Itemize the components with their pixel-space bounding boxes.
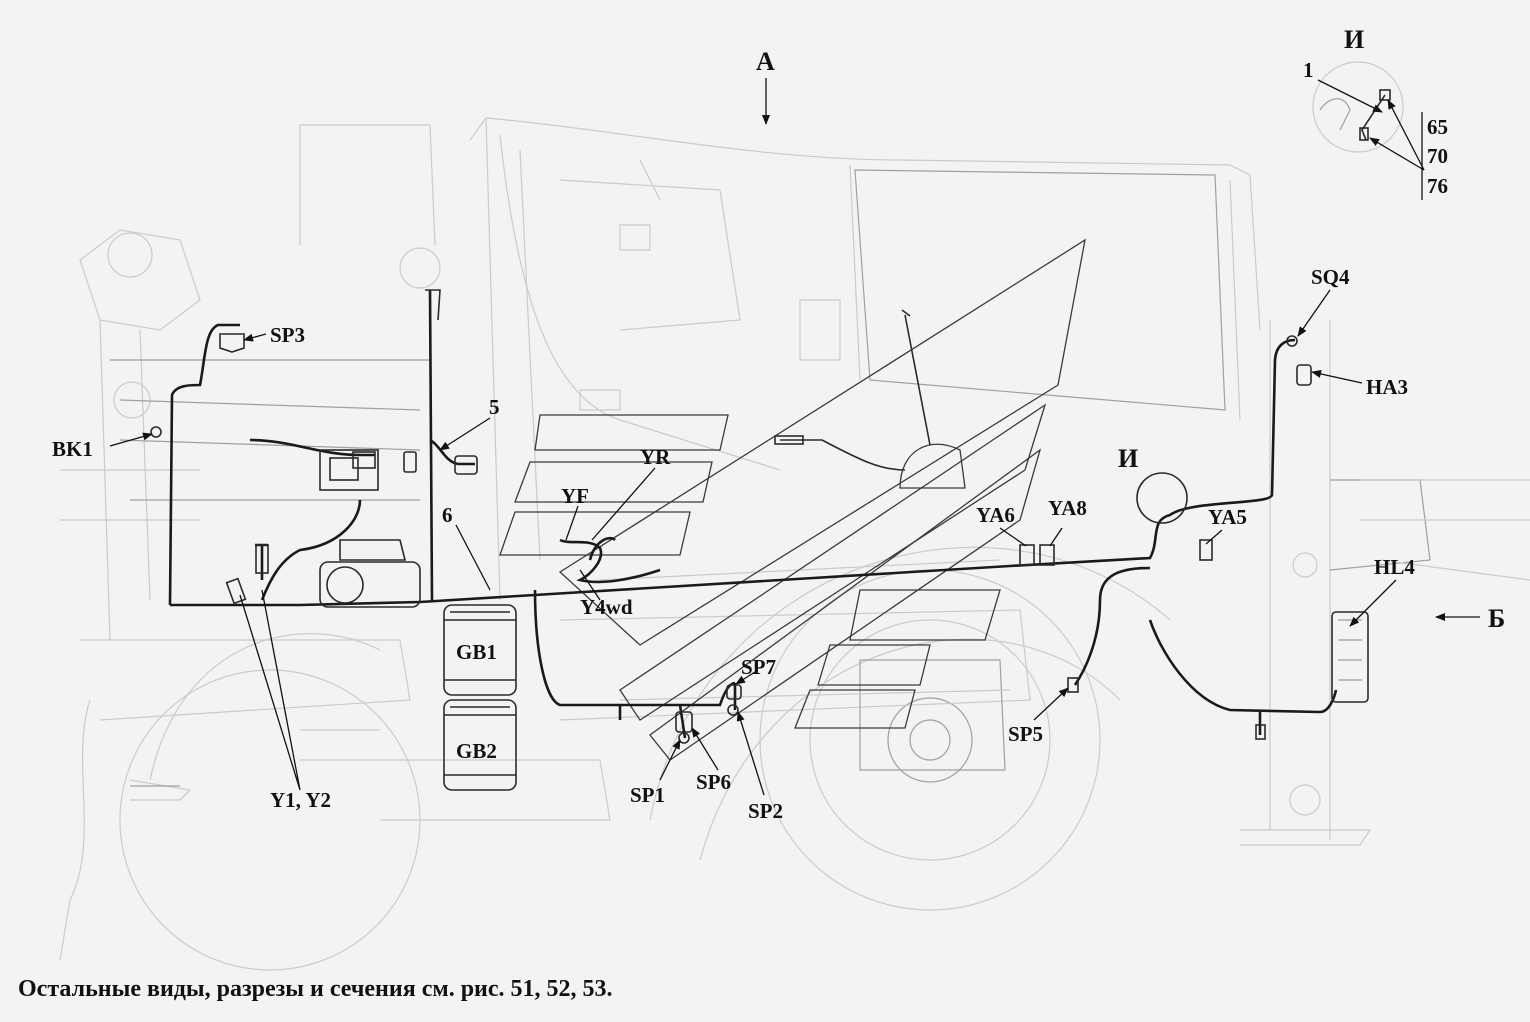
- floor-panels: [499, 238, 1086, 761]
- label-6: 6: [442, 503, 453, 527]
- label-5: 5: [489, 395, 500, 419]
- label-y1-y2: Y1, Y2: [270, 788, 331, 812]
- label-inset-65: 65: [1427, 115, 1448, 139]
- tractor-outline: [59, 117, 1530, 971]
- label-view-a: А: [756, 47, 775, 76]
- label-yr: YR: [640, 445, 671, 469]
- label-sp3: SP3: [270, 323, 305, 347]
- label-sp6: SP6: [696, 770, 731, 794]
- label-yf: YF: [561, 484, 589, 508]
- battery-gb2: [443, 699, 517, 791]
- label-view-i-marker: И: [1118, 444, 1138, 473]
- wiring-harness: [150, 289, 1369, 744]
- label-bk1: BK1: [52, 437, 93, 461]
- label-ya6: YA6: [976, 503, 1015, 527]
- label-sp5: SP5: [1008, 722, 1043, 746]
- label-sp2: SP2: [748, 799, 783, 823]
- label-gb2: GB2: [456, 739, 497, 763]
- leader-lines: [109, 78, 1480, 796]
- label-ya8: YA8: [1048, 496, 1087, 520]
- label-hl4: HL4: [1374, 555, 1415, 579]
- batteries: [443, 604, 517, 791]
- label-sq4: SQ4: [1311, 265, 1350, 289]
- label-inset-callout: 1: [1303, 58, 1314, 82]
- battery-gb1: [443, 604, 517, 696]
- label-ha3: HA3: [1366, 375, 1408, 399]
- label-sp1: SP1: [630, 783, 665, 807]
- label-ya5: YA5: [1208, 505, 1247, 529]
- label-inset-70: 70: [1427, 144, 1448, 168]
- label-sp7: SP7: [741, 655, 776, 679]
- footer-note: Остальные виды, разрезы и сечения см. ри…: [18, 976, 613, 1002]
- label-y4wd: Y4wd: [580, 595, 633, 619]
- labels: А Б И И 1 65 70 76 SP3 BK1 5 6 YR YF Y4w…: [52, 25, 1505, 823]
- label-view-i-title: И: [1344, 25, 1364, 54]
- label-inset-76: 76: [1427, 174, 1448, 198]
- inset-view-i: [1312, 61, 1425, 200]
- label-gb1: GB1: [456, 640, 497, 664]
- label-view-b: Б: [1488, 604, 1505, 633]
